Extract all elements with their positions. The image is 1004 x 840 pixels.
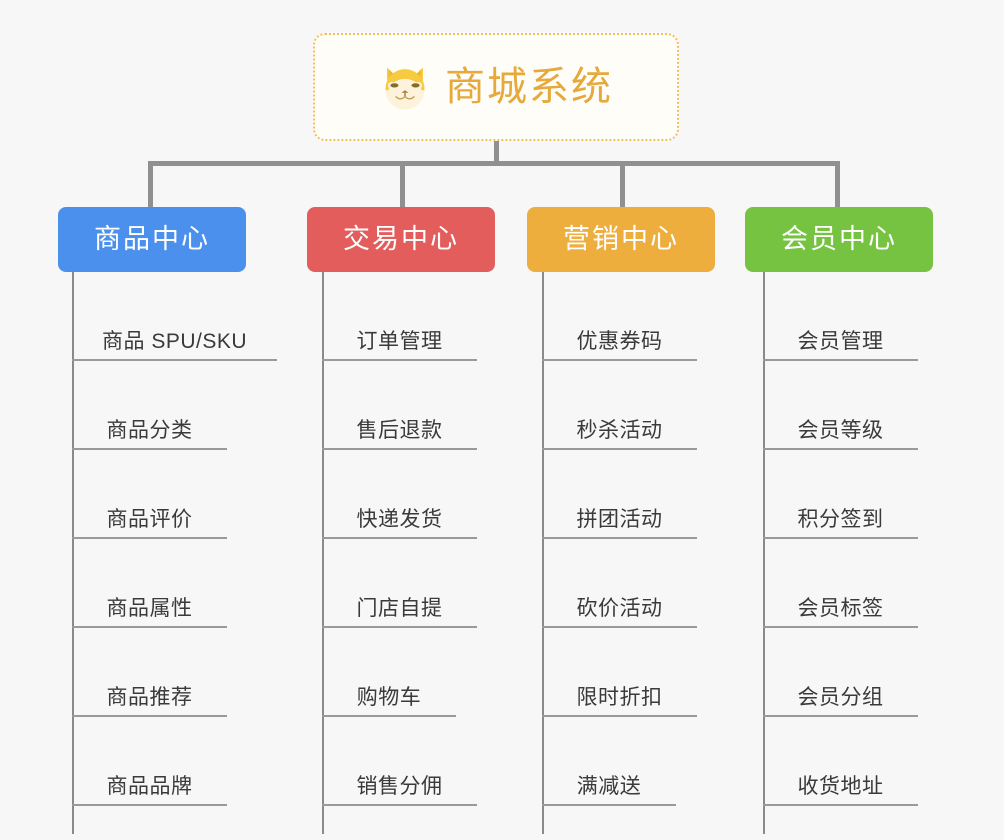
leaf-item-3-6[interactable]: 满减送	[542, 717, 676, 806]
leaf-item-1-2[interactable]: 商品分类	[72, 361, 227, 450]
leaf-item-2-1[interactable]: 订单管理	[322, 272, 477, 361]
leaf-item-3-5[interactable]: 限时折扣	[542, 628, 697, 717]
connector-drop-4	[835, 161, 840, 207]
connector-drop-1	[148, 161, 153, 207]
leaf-label-1-5: 商品推荐	[106, 685, 193, 709]
leaf-label-2-1: 订单管理	[356, 329, 443, 353]
leaf-label-1-1: 商品 SPU/SKU	[101, 329, 248, 353]
leaf-item-2-2[interactable]: 售后退款	[322, 361, 477, 450]
category-label-3: 营销中心	[563, 224, 679, 254]
leaf-label-3-6: 满减送	[576, 774, 642, 798]
leaf-item-4-1[interactable]: 会员管理	[763, 272, 918, 361]
leaf-item-3-1[interactable]: 优惠券码	[542, 272, 697, 361]
leaf-item-2-3[interactable]: 快递发货	[322, 450, 477, 539]
leaf-item-1-1[interactable]: 商品 SPU/SKU	[72, 272, 277, 361]
leaf-label-3-4: 砍价活动	[576, 596, 663, 620]
leaf-spine-2	[322, 272, 324, 834]
leaf-label-4-3: 积分签到	[797, 507, 884, 531]
leaf-label-4-5: 会员分组	[797, 685, 884, 709]
leaf-item-1-3[interactable]: 商品评价	[72, 450, 227, 539]
leaf-label-3-5: 限时折扣	[576, 685, 663, 709]
leaf-label-4-2: 会员等级	[797, 418, 884, 442]
leaf-spine-1	[72, 272, 74, 834]
leaf-item-2-6[interactable]: 销售分佣	[322, 717, 477, 806]
leaf-label-2-2: 售后退款	[356, 418, 443, 442]
leaf-item-4-3[interactable]: 积分签到	[763, 450, 918, 539]
leaf-item-4-6[interactable]: 收货地址	[763, 717, 918, 806]
leaf-item-3-4[interactable]: 砍价活动	[542, 539, 697, 628]
leaf-label-3-2: 秒杀活动	[576, 418, 663, 442]
category-box-2[interactable]: 交易中心	[307, 207, 495, 272]
leaf-item-2-5[interactable]: 购物车	[322, 628, 456, 717]
leaf-item-2-4[interactable]: 门店自提	[322, 539, 477, 628]
category-label-4: 会员中心	[781, 224, 897, 254]
category-label-1: 商品中心	[94, 224, 210, 254]
leaf-item-1-6[interactable]: 商品品牌	[72, 717, 227, 806]
shiba-dog-face-icon	[385, 67, 425, 110]
leaf-item-4-4[interactable]: 会员标签	[763, 539, 918, 628]
leaf-label-1-6: 商品品牌	[106, 774, 193, 798]
root-node-title: 商城系统	[445, 65, 613, 109]
leaf-item-4-2[interactable]: 会员等级	[763, 361, 918, 450]
leaf-label-3-1: 优惠券码	[576, 329, 663, 353]
leaf-label-4-4: 会员标签	[797, 596, 884, 620]
leaf-label-2-4: 门店自提	[356, 596, 443, 620]
leaf-item-1-5[interactable]: 商品推荐	[72, 628, 227, 717]
leaf-label-2-6: 销售分佣	[356, 774, 443, 798]
category-box-1[interactable]: 商品中心	[58, 207, 246, 272]
leaf-label-2-3: 快递发货	[356, 507, 443, 531]
leaf-spine-4	[763, 272, 765, 834]
connector-drop-2	[400, 161, 405, 207]
leaf-item-4-5[interactable]: 会员分组	[763, 628, 918, 717]
category-box-3[interactable]: 营销中心	[527, 207, 715, 272]
connector-root-stem	[494, 141, 499, 165]
leaf-label-1-2: 商品分类	[106, 418, 193, 442]
leaf-label-4-1: 会员管理	[797, 329, 884, 353]
category-box-4[interactable]: 会员中心	[745, 207, 933, 272]
leaf-label-3-3: 拼团活动	[576, 507, 663, 531]
leaf-label-1-3: 商品评价	[106, 507, 193, 531]
leaf-item-3-2[interactable]: 秒杀活动	[542, 361, 697, 450]
category-label-2: 交易中心	[343, 224, 459, 254]
leaf-item-3-3[interactable]: 拼团活动	[542, 450, 697, 539]
connector-drop-3	[620, 161, 625, 207]
leaf-item-1-4[interactable]: 商品属性	[72, 539, 227, 628]
connector-horizontal-bus	[148, 161, 840, 166]
leaf-label-4-6: 收货地址	[797, 774, 884, 798]
leaf-spine-3	[542, 272, 544, 834]
leaf-label-1-4: 商品属性	[106, 596, 193, 620]
leaf-label-2-5: 购物车	[356, 685, 422, 709]
root-node-shop-system[interactable]: 商城系统	[313, 33, 679, 141]
